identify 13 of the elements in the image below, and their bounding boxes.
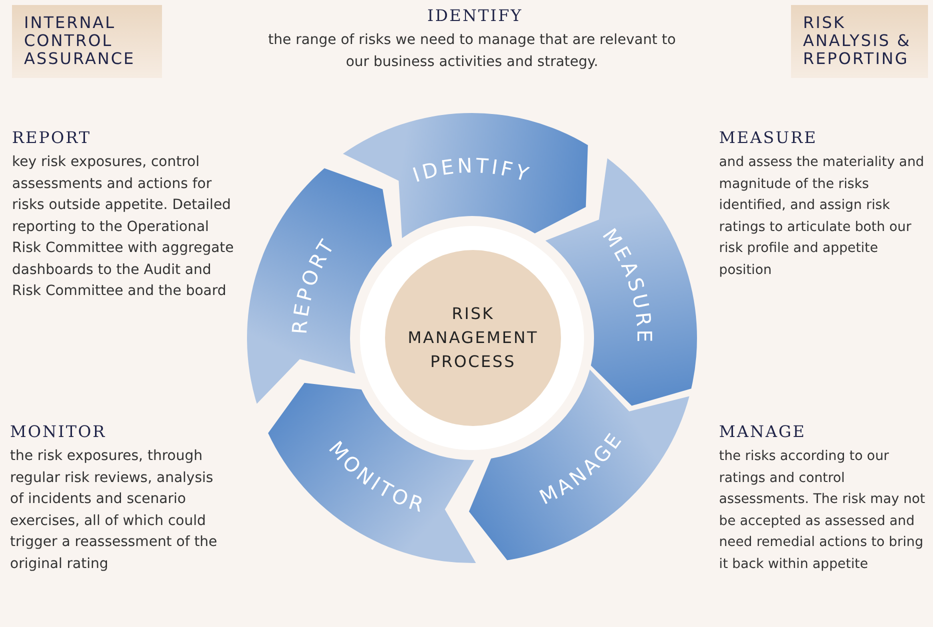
heading-box: INTERNAL CONTROL ASSURANCE	[12, 5, 162, 78]
description-text: the risks according to our ratings and control assessments. The risk may not be accepted as assessed and need remedial actions to bring it back within appetite	[719, 448, 926, 574]
description-text: the risk exposures, through regular risk reviews, analysis of incidents and scenario exercises, all of which could trigger a reassessment of the original rating	[10, 447, 218, 574]
description-text: and assess the materiality and magnitude of the risks identified, and assign risk ratings to articulate both our risk profile and appetite position	[719, 154, 926, 280]
description-text: the range of risks we need to manage that are relevant to our business activities and strategy.	[267, 31, 677, 72]
section-heading: REPORT	[12, 128, 92, 147]
section-heading: MEASURE	[719, 128, 818, 147]
heading-box: RISK ANALYSIS & REPORTING	[791, 5, 928, 78]
cycle-arrow-segment: IDENTIFY	[342, 113, 588, 238]
section-heading: MANAGE	[719, 422, 806, 441]
section-heading: IDENTIFY	[426, 6, 524, 25]
description-text: key risk exposures, control assessments and actions for risks outside appetite. Detailed reporting to the Operational Risk Committee with aggregate dashboards to the Audit and Risk Committee and the board	[12, 153, 235, 301]
section-heading: MONITOR	[10, 422, 106, 441]
